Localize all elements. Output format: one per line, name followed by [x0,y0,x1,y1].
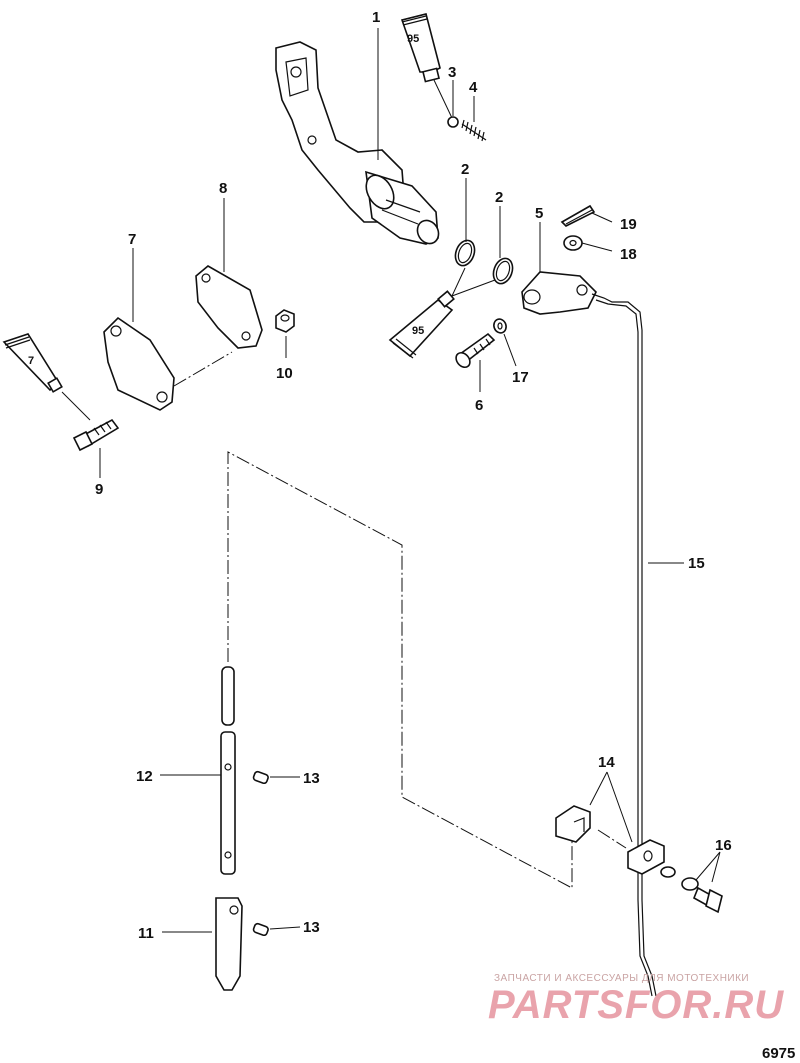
o-ring-1 [454,239,476,267]
pin-upper [252,770,269,785]
callout-17: 17 [512,369,529,386]
callout-6: 6 [475,397,483,414]
upper-shift-shaft [220,666,236,875]
lockwasher [493,318,507,334]
cover-plate [103,316,175,411]
callout-3: 3 [448,64,456,81]
o-ring-2 [492,257,514,285]
callout-11: 11 [138,925,154,942]
callout-18: 18 [620,246,637,263]
gasket [195,265,263,349]
alignment-line-shaft [227,451,573,889]
figure-number: 6975 [762,1045,795,1062]
lubricant-tube-7: 7 [2,333,91,421]
connector-washer [660,866,699,891]
callout-10: 10 [276,365,293,382]
screw [455,332,496,369]
detent-spring [461,119,487,142]
callout-19: 19 [620,216,637,233]
watermark-tagline: ЗАПЧАСТИ И АКСЕССУАРЫ ДЛЯ МОТОТЕХНИКИ [494,973,749,984]
nut [275,309,295,333]
watermark-logo: PARTSFOR.RU [488,983,784,1027]
callout-2a: 2 [461,161,469,178]
detent-ball [447,116,459,128]
callout-13b: 13 [303,919,320,936]
callout-14: 14 [598,754,615,771]
cotter-pin [560,204,596,227]
lubricant-tube-95-top: 95 [400,13,453,119]
callout-5: 5 [535,205,543,222]
lower-shift-shaft [215,897,243,991]
callout-8: 8 [219,180,227,197]
connector-screw [692,886,723,914]
callout-13a: 13 [303,770,320,787]
callout-4: 4 [469,79,478,96]
callout-2b: 2 [495,189,503,206]
callout-16: 16 [715,837,732,854]
callout-15: 15 [688,555,705,572]
callout-12: 12 [136,768,153,785]
alignment-line-plate [173,351,233,387]
bolt [72,418,120,452]
callout-1: 1 [372,9,380,26]
alignment-line-connector [597,829,627,849]
rod-connector [555,805,665,875]
tube-label-95-top: 95 [407,33,419,45]
shift-rod [591,293,657,997]
lubricant-tube-95-middle: 95 [388,267,496,359]
washer [563,235,583,251]
callout-9: 9 [95,481,103,498]
shift-arm [521,271,597,315]
callout-7: 7 [128,231,136,248]
pin-lower [252,922,269,937]
tube-label-95-middle: 95 [412,325,424,337]
shift-lever [275,41,440,245]
tube-label-7: 7 [28,355,34,367]
